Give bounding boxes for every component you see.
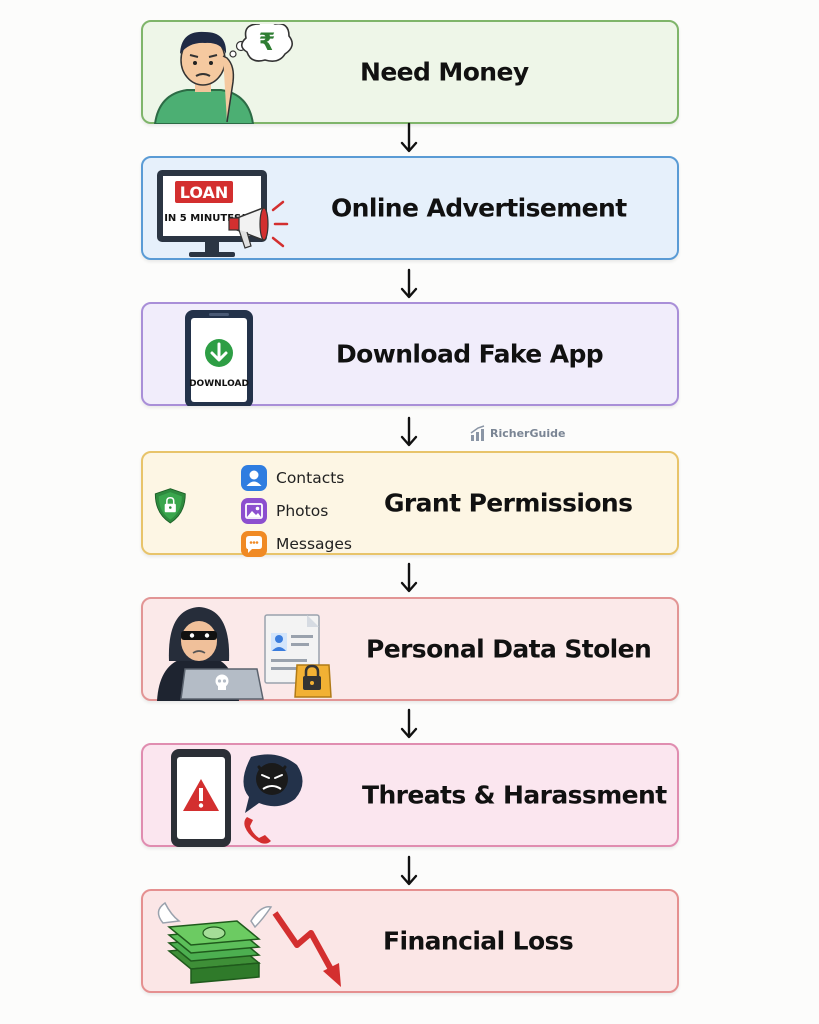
arrow-down-icon [400,122,418,153]
step-title: Online Advertisement [331,193,627,223]
step-title: Grant Permissions [384,488,633,518]
money-with-wings-loss-icon [157,901,341,987]
hacker-with-laptop-icon [157,607,332,701]
step-threats-harassment: Threats & Harassment [141,743,679,847]
step-financial-loss: Financial Loss [141,889,679,993]
permission-label: Messages [276,534,353,553]
step-title: Personal Data Stolen [366,634,652,664]
step-title: Need Money [360,57,529,87]
security-shield-icon [154,488,186,524]
step-download-fake-app: DOWNLOAD Download Fake App [141,302,679,406]
smartphone-download-icon: DOWNLOAD [185,310,253,406]
arrow-down-icon [400,268,418,299]
svg-text:DOWNLOAD: DOWNLOAD [189,379,249,389]
svg-text:₹: ₹ [259,28,276,56]
permission-item-contacts: Contacts [241,461,352,494]
step-grant-permissions: Contacts Photos [141,451,679,557]
permission-item-photos: Photos [241,494,352,527]
worried-person-icon: ₹ [153,24,293,124]
loan-ad-monitor-icon: LOAN IN 5 MINUTES! [157,170,289,257]
permission-label: Contacts [276,468,345,487]
svg-text:LOAN: LOAN [180,183,229,202]
arrow-down-icon [400,855,418,886]
step-online-advertisement: LOAN IN 5 MINUTES! Online Advertisement [141,156,679,260]
step-need-money: ₹ Need Money [141,20,679,124]
permission-list: Contacts Photos [241,461,352,560]
permission-label: Photos [276,501,329,520]
arrow-down-icon [400,416,418,447]
threat-phone-warning-icon [171,749,303,847]
contacts-icon [241,464,267,491]
arrow-down-icon [400,708,418,739]
step-title: Threats & Harassment [362,780,667,810]
step-personal-data-stolen: Personal Data Stolen [141,597,679,701]
watermark-text: RicherGuide [490,426,566,440]
step-title: Download Fake App [336,339,604,369]
watermark: RicherGuide [470,424,565,442]
growth-chart-icon [470,425,485,441]
step-title: Financial Loss [383,926,574,956]
permission-item-messages: Messages [241,527,352,560]
messages-icon [241,530,267,557]
photos-icon [241,497,267,524]
svg-text:IN 5 MINUTES!: IN 5 MINUTES! [164,213,246,224]
arrow-down-icon [400,562,418,593]
